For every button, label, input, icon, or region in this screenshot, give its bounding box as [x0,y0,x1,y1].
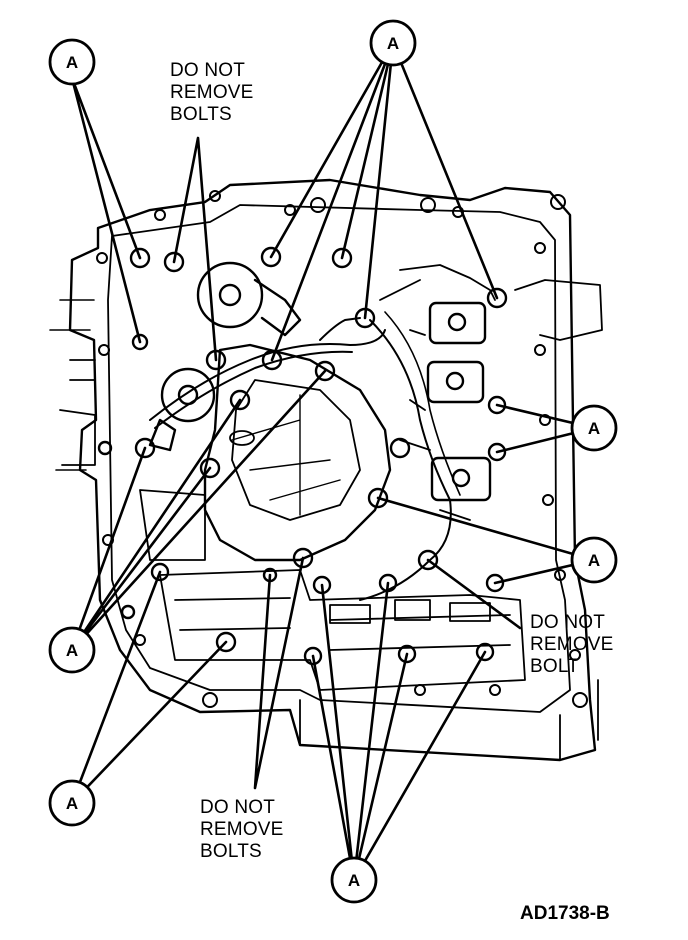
note-line: REMOVE [170,82,254,103]
bolt-heads [97,246,508,666]
note-do-not-remove-bolts-top: DO NOT REMOVE BOLTS [170,60,254,126]
callout-label: A [387,34,399,53]
case-outline [49,178,603,762]
note-do-not-remove-bolt-right: DO NOT REMOVE BOLT [530,612,614,678]
callout-label: A [588,419,600,438]
callout-a-top-center [369,19,417,67]
lower-valve-body [59,359,526,691]
note-do-not-remove-bolts-bottom: DO NOT REMOVE BOLTS [200,797,284,863]
callout-label: A [588,551,600,570]
callout-label: A [348,871,360,890]
wiring-harness [149,317,386,429]
figure-id: AD1738-B [520,903,610,924]
callout-label: A [66,53,78,72]
callout-letters: A A A A A A A [66,34,600,890]
separator-plate [203,343,392,562]
callout-a-bottom-center [330,856,378,904]
callout-circles [48,19,618,904]
callout-a-left-middle [48,626,96,674]
note-line: REMOVE [200,819,284,840]
note-line: DO NOT [170,60,246,81]
callout-a-top-left [48,38,96,86]
note-line: BOLTS [170,104,232,125]
callout-a-left-lower [48,779,96,827]
callout-a-right-upper [570,404,618,452]
note-line: DO NOT [530,612,606,633]
note-line: BOLTS [200,841,262,862]
right-solenoids [359,264,496,601]
callout-label: A [66,794,78,813]
note-line: REMOVE [530,634,614,655]
note-line: DO NOT [200,797,276,818]
left-solenoids [148,261,302,452]
callout-a-right-lower [570,536,618,584]
leader-lines [70,41,596,882]
note-line: BOLT [530,656,580,677]
callout-label: A [66,641,78,660]
